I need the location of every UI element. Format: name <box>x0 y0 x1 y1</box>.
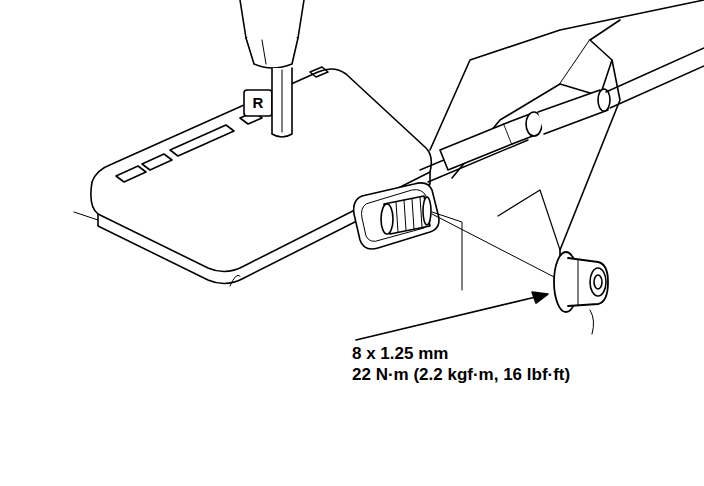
gear-indicator: R <box>253 95 264 112</box>
torque-spec: 22 N·m (2.2 kgf·m, 16 lbf·ft) <box>352 366 570 385</box>
bolt-size: 8 x 1.25 mm <box>352 345 448 364</box>
